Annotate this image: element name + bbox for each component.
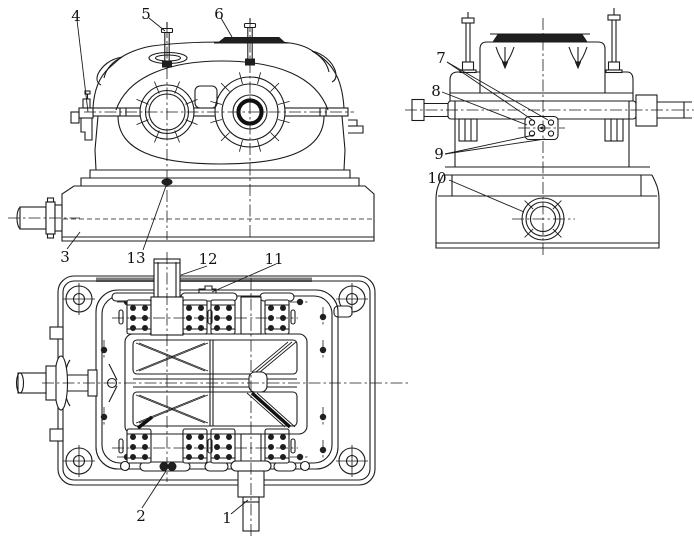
callout-11: 11 xyxy=(264,250,283,268)
lifting-lug-left xyxy=(96,56,123,86)
plan-shaft-left xyxy=(15,355,118,411)
side-base xyxy=(435,166,660,249)
inspection-cover-plate xyxy=(214,37,289,44)
callout-3: 3 xyxy=(60,248,70,266)
drain-plug xyxy=(512,197,575,241)
bearing-blocks xyxy=(118,299,296,464)
vent-arrow xyxy=(495,46,515,70)
side-view xyxy=(405,8,694,255)
callout-6: 6 xyxy=(214,5,224,23)
callout-12: 12 xyxy=(198,250,217,268)
oil-seal-pair xyxy=(159,462,177,471)
locating-pin xyxy=(161,178,173,186)
side-shaft-right xyxy=(635,94,692,127)
side-tab xyxy=(49,428,64,442)
plan-view xyxy=(15,252,408,536)
callout-8: 8 xyxy=(431,82,441,100)
callouts: 1 2 3 4 5 6 7 8 9 10 11 12 13 xyxy=(60,5,549,527)
callout-13: 13 xyxy=(126,249,145,267)
front-view xyxy=(8,18,375,242)
breather-assembly xyxy=(70,90,94,141)
gear-block xyxy=(124,333,308,435)
callout-5: 5 xyxy=(141,5,151,23)
side-lug-right xyxy=(348,119,364,134)
base-slab xyxy=(61,185,375,242)
housing-bolt-right xyxy=(605,8,623,74)
vent-arrow xyxy=(568,46,588,70)
key-notch xyxy=(198,285,217,293)
callout-4: 4 xyxy=(71,7,81,25)
flange-boss xyxy=(458,118,478,142)
callout-2: 2 xyxy=(136,507,146,525)
corner-bolt xyxy=(336,283,368,315)
callout-9: 9 xyxy=(434,145,444,163)
leader-lines xyxy=(66,17,549,515)
flange-boss xyxy=(604,118,624,142)
bearing-caps-top xyxy=(111,285,295,302)
lifting-lug-right xyxy=(311,50,337,83)
housing-bolt-left xyxy=(459,12,477,74)
corner-bolt xyxy=(63,283,95,315)
side-tab xyxy=(333,305,353,318)
side-tab xyxy=(49,326,64,340)
callout-7: 7 xyxy=(436,49,446,67)
corner-bolt xyxy=(63,445,95,477)
callout-1: 1 xyxy=(222,509,232,527)
oil-gauge-plate xyxy=(518,115,565,141)
corner-bolt xyxy=(336,445,368,477)
side-shaft-left xyxy=(411,98,448,122)
callout-10: 10 xyxy=(427,169,446,187)
side-cover xyxy=(479,33,606,93)
